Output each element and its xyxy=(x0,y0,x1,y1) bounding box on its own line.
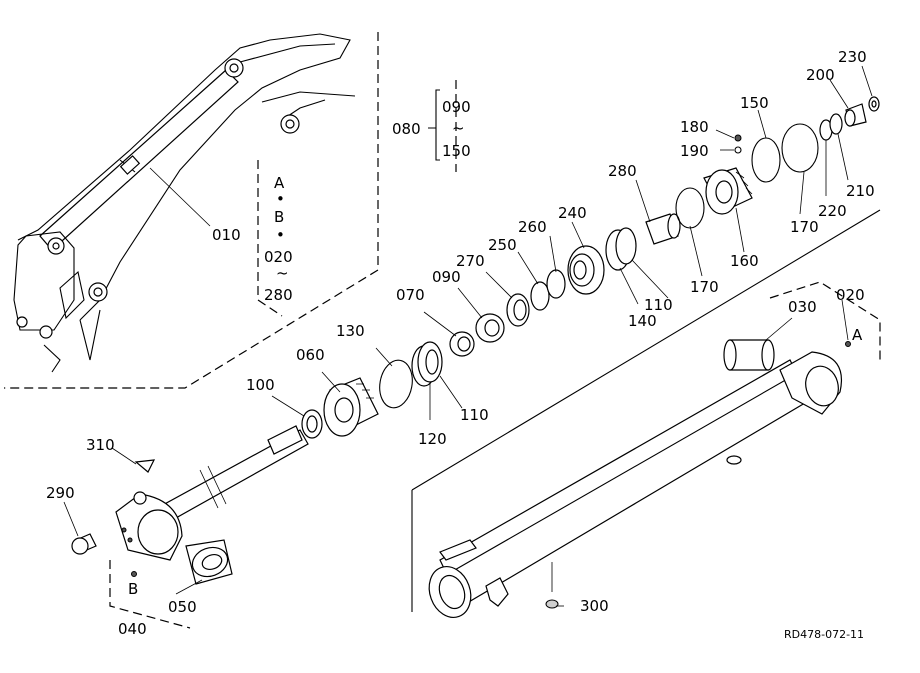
boom-boundary xyxy=(4,32,379,389)
group-range-to: 280 xyxy=(264,286,293,304)
label-030: 030 xyxy=(788,298,817,316)
drawing-code: RD478-072-11 xyxy=(784,628,864,641)
label-280: 280 xyxy=(608,162,637,180)
leader-lines xyxy=(63,65,873,607)
boom-drawing xyxy=(4,32,379,389)
label-110: 110 xyxy=(460,406,489,424)
part-130 xyxy=(379,359,413,409)
boom-outline xyxy=(17,33,351,321)
cylinder-tube-020 xyxy=(439,359,811,607)
group-marker-b: B xyxy=(274,208,284,226)
group-080-from: 090 xyxy=(442,98,471,116)
label-260: 260 xyxy=(518,218,547,236)
part-190 xyxy=(734,146,742,154)
label-170-a: 170 xyxy=(690,278,719,296)
label-160: 160 xyxy=(730,252,759,270)
label-060: 060 xyxy=(296,346,325,364)
group-080-to: 150 xyxy=(442,142,471,160)
group-dot-1: • xyxy=(276,190,285,208)
group-range-tilde: ~ xyxy=(276,264,289,282)
label-010: 010 xyxy=(212,226,241,244)
tube-boundary xyxy=(411,209,881,612)
label-170-b: 170 xyxy=(790,218,819,236)
group-bracket-boom xyxy=(257,160,283,317)
part-110-b xyxy=(615,227,637,265)
label-120: 120 xyxy=(418,430,447,448)
part-170-b xyxy=(781,123,819,173)
marker-b: B xyxy=(128,580,138,598)
label-190: 190 xyxy=(680,142,709,160)
label-070: 070 xyxy=(396,286,425,304)
group-080-bracket xyxy=(428,89,440,161)
label-110-b: 110 xyxy=(644,296,673,314)
group-dot-2: • xyxy=(276,226,285,244)
cap-310 xyxy=(134,459,156,473)
label-130: 130 xyxy=(336,322,365,340)
label-050: 050 xyxy=(168,598,197,616)
boom-cylinder-010 xyxy=(39,69,239,251)
part-250 xyxy=(530,281,550,311)
boom-bracket xyxy=(13,231,75,331)
label-250: 250 xyxy=(488,236,517,254)
cylinder-tube-drawing: A xyxy=(411,209,881,618)
label-150: 150 xyxy=(740,94,769,112)
group-080-number: 080 xyxy=(392,120,421,138)
part-260 xyxy=(546,269,566,299)
label-100: 100 xyxy=(246,376,275,394)
label-140: 140 xyxy=(628,312,657,330)
label-210: 210 xyxy=(846,182,875,200)
label-300: 300 xyxy=(580,597,609,615)
group-range-from: 020 xyxy=(264,248,293,266)
exploded-parts xyxy=(301,96,880,439)
label-290: 290 xyxy=(46,484,75,502)
part-150 xyxy=(751,137,781,183)
label-040: 040 xyxy=(118,620,147,638)
label-180: 180 xyxy=(680,118,709,136)
label-200: 200 xyxy=(806,66,835,84)
label-020: 020 xyxy=(836,286,865,304)
part-180 xyxy=(734,134,742,142)
group-080-tilde: ~ xyxy=(452,119,465,137)
part-labels: 010 020 030 040 050 060 070 090 100 110 … xyxy=(46,48,875,638)
label-090: 090 xyxy=(432,268,461,286)
piston-rod-drawing: B xyxy=(71,425,309,629)
label-270: 270 xyxy=(456,252,485,270)
label-240: 240 xyxy=(558,204,587,222)
part-170-a xyxy=(675,187,705,229)
group-marker-a: A xyxy=(274,174,285,192)
marker-a: A xyxy=(852,326,863,344)
label-220: 220 xyxy=(818,202,847,220)
grease-nipple-290 xyxy=(71,537,89,555)
part-210 xyxy=(829,113,843,135)
label-230: 230 xyxy=(838,48,867,66)
label-310: 310 xyxy=(86,436,115,454)
